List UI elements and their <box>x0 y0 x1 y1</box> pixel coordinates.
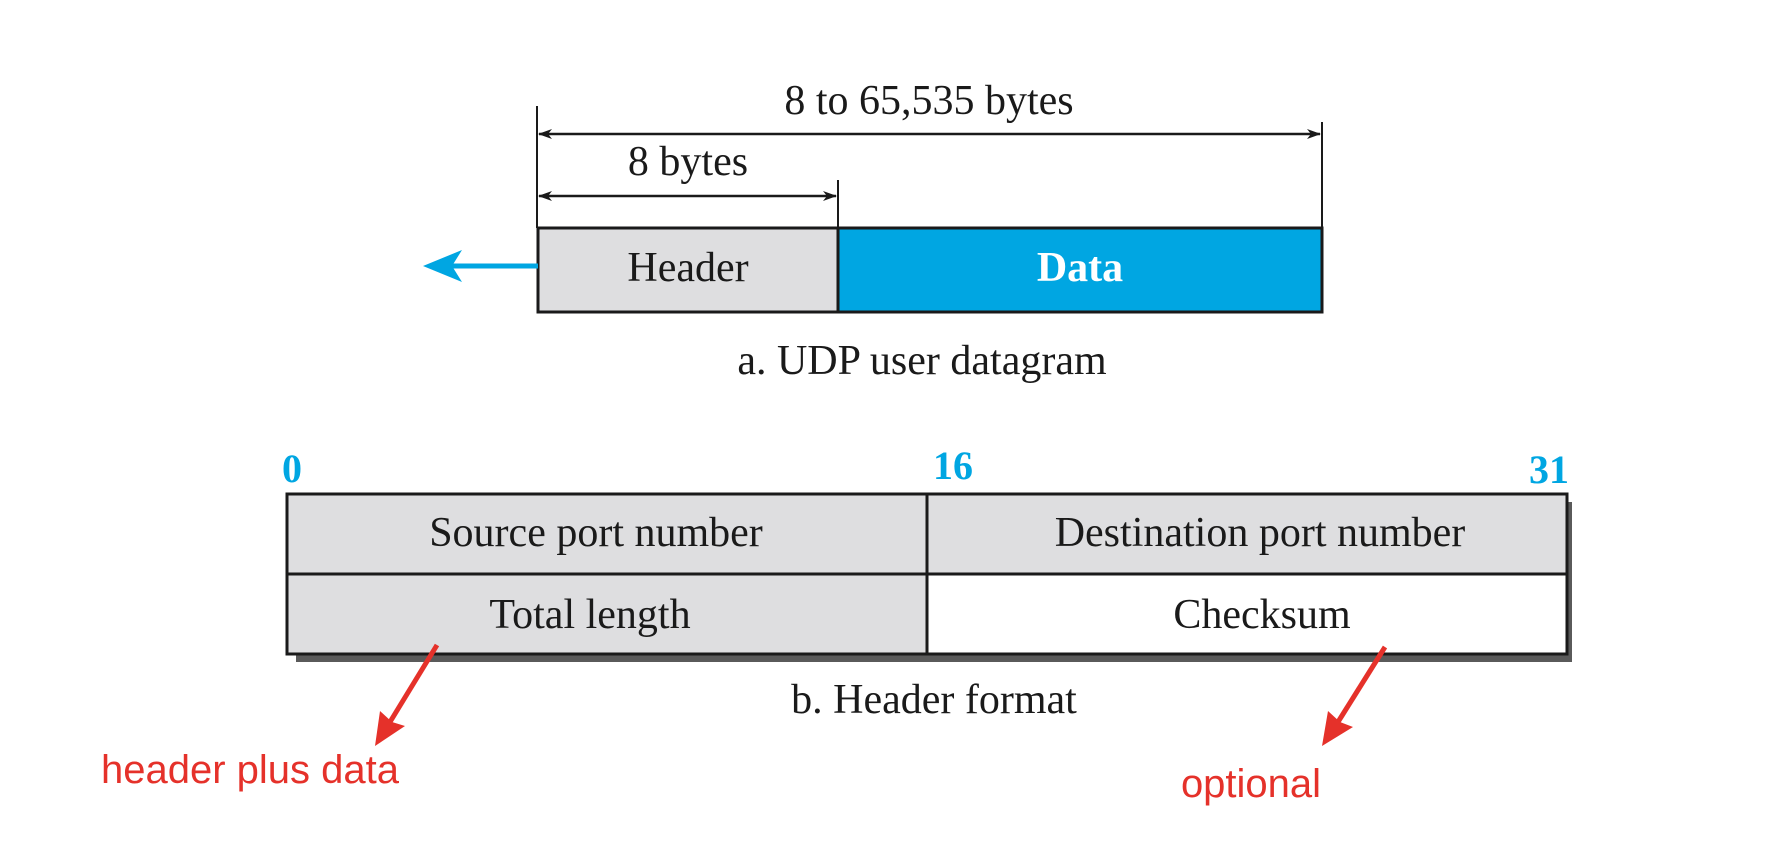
checksum-label: Checksum <box>1173 592 1351 638</box>
header-box <box>536 226 840 314</box>
bit-label-start: 0 <box>282 446 302 491</box>
total-length-cell <box>285 572 929 656</box>
udp-datagram-figure: 8 to 65,535 bytes 8 bytes Header Data a.… <box>423 78 1324 384</box>
header-format-caption: b. Header format <box>791 677 1077 723</box>
total-length-annotation: header plus data <box>101 748 400 792</box>
header-format-figure: 0 16 31 Source port number Destination p… <box>282 443 1572 723</box>
header-box-label: Header <box>627 245 748 291</box>
total-length-label: Total length <box>489 592 690 638</box>
total-length-annotation-arrow-icon <box>375 643 440 746</box>
checksum-annotation: optional <box>1181 762 1321 806</box>
bit-label-middle: 16 <box>933 443 973 488</box>
destination-port-label: Destination port number <box>1055 510 1466 556</box>
left-arrow-icon <box>423 250 538 282</box>
data-box-label: Data <box>1037 245 1123 291</box>
data-box <box>836 226 1324 314</box>
datagram-caption: a. UDP user datagram <box>737 338 1107 384</box>
checksum-cell <box>925 572 1569 656</box>
checksum-annotation-arrow-icon <box>1322 645 1388 746</box>
bit-label-end: 31 <box>1529 447 1569 492</box>
annotations: header plus data optional <box>101 643 1388 806</box>
header-size-label: 8 bytes <box>628 139 748 185</box>
total-size-label: 8 to 65,535 bytes <box>784 78 1073 124</box>
source-port-label: Source port number <box>429 510 763 556</box>
